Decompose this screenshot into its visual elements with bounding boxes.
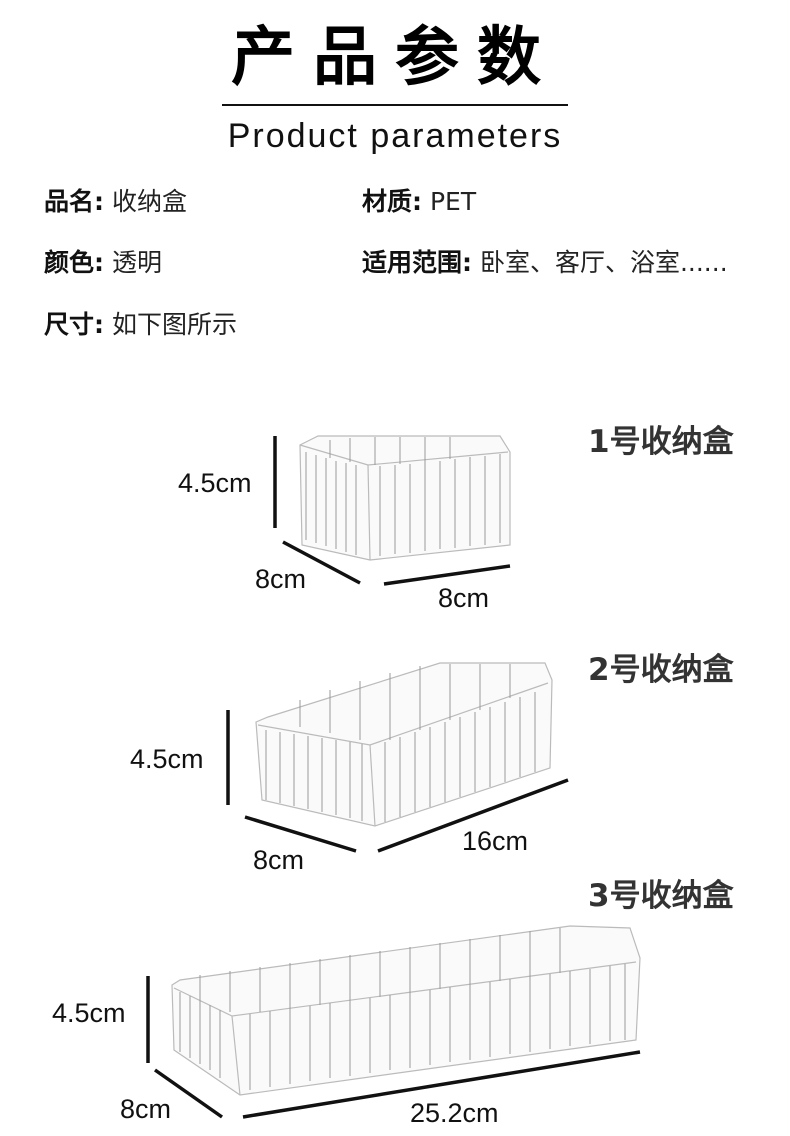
page-subtitle: Product parameters (227, 117, 563, 155)
box-2-length: 16cm (462, 826, 529, 856)
box-2-height: 4.5cm (130, 744, 204, 774)
param-scope-value: 卧室、客厅、浴室...... (479, 248, 728, 277)
box-1-depth: 8cm (255, 564, 307, 594)
param-color-value: 透明 (111, 248, 162, 277)
param-scope-label: 适用范围: (362, 248, 472, 277)
box-2-depth: 8cm (253, 845, 305, 875)
param-color-label: 颜色: (44, 248, 104, 277)
box-2-label: 2号收纳盒 (588, 652, 734, 688)
box-3-height: 4.5cm (52, 998, 126, 1028)
param-material-label: 材质: (362, 187, 422, 216)
box-1-height: 4.5cm (178, 468, 252, 498)
title-divider (222, 104, 568, 106)
param-name-value: 收纳盒 (111, 187, 187, 216)
box-3-label: 3号收纳盒 (588, 878, 734, 914)
page-title: 产品参数 (231, 20, 559, 95)
param-size: 尺寸: 如下图所示 (44, 309, 237, 341)
box-3-length: 25.2cm (410, 1098, 499, 1128)
box-3-depth: 8cm (120, 1094, 172, 1124)
param-name: 品名: 收纳盒 (44, 186, 187, 218)
box-1-length: 8cm (438, 583, 490, 613)
box-1-label: 1号收纳盒 (588, 424, 734, 460)
param-material: 材质: PET (362, 186, 476, 218)
param-size-label: 尺寸: (44, 310, 104, 339)
param-color: 颜色: 透明 (44, 247, 162, 279)
param-size-value: 如下图所示 (111, 310, 237, 339)
param-scope: 适用范围: 卧室、客厅、浴室...... (362, 247, 728, 279)
param-name-label: 品名: (44, 187, 104, 216)
param-material-value: PET (429, 187, 477, 216)
